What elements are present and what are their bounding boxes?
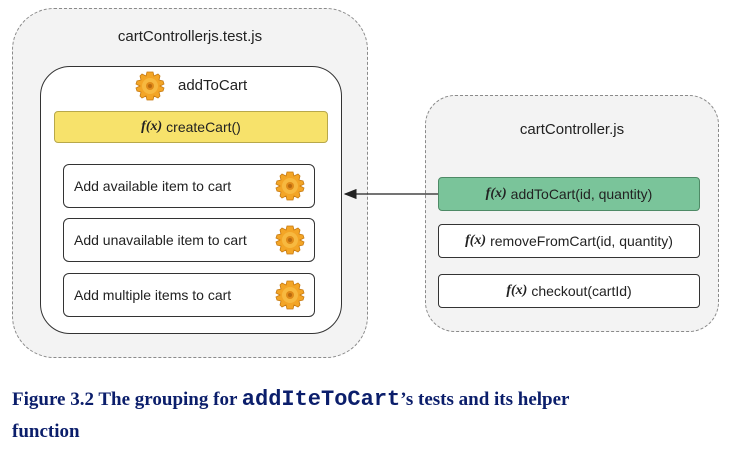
gear-icon [275, 171, 305, 201]
source-file-title: cartController.js [519, 121, 625, 138]
function-symbol: f(x) [485, 186, 507, 201]
test-label: Add available item to cart [74, 178, 232, 194]
function-removefromcart: f(x) removeFromCart(id, quantity) [438, 224, 700, 258]
gear-icon [275, 225, 305, 255]
function-label: checkout(cartId) [531, 283, 632, 299]
gear-icon [135, 71, 165, 101]
caption-code: addIteToCart [241, 387, 401, 412]
test-case-2: Add unavailable item to cart [63, 218, 315, 262]
gear-icon [275, 280, 305, 310]
figure-caption: Figure 3.2 The grouping for addIteToCart… [12, 384, 712, 448]
function-symbol: f(x) [506, 283, 528, 298]
caption-line2: function [12, 421, 80, 442]
describe-title: addToCart [178, 77, 248, 94]
function-symbol: f(x) [141, 119, 163, 134]
test-case-3: Add multiple items to cart [63, 273, 315, 317]
helper-function-box: f(x) createCart() [54, 111, 328, 143]
function-addtocart: f(x) addToCart(id, quantity) [438, 177, 700, 211]
function-label: removeFromCart(id, quantity) [490, 233, 673, 249]
caption-suffix: ’s tests and its helper [400, 389, 570, 410]
caption-prefix: Figure 3.2 The grouping for [12, 389, 242, 410]
test-label: Add unavailable item to cart [74, 232, 247, 248]
test-case-1: Add available item to cart [63, 164, 315, 208]
function-symbol: f(x) [465, 233, 487, 248]
function-label: addToCart(id, quantity) [510, 186, 653, 202]
function-checkout: f(x) checkout(cartId) [438, 274, 700, 308]
helper-label: createCart() [166, 119, 241, 135]
test-file-title: cartControllerjs.test.js [117, 28, 263, 45]
test-label: Add multiple items to cart [74, 287, 232, 303]
